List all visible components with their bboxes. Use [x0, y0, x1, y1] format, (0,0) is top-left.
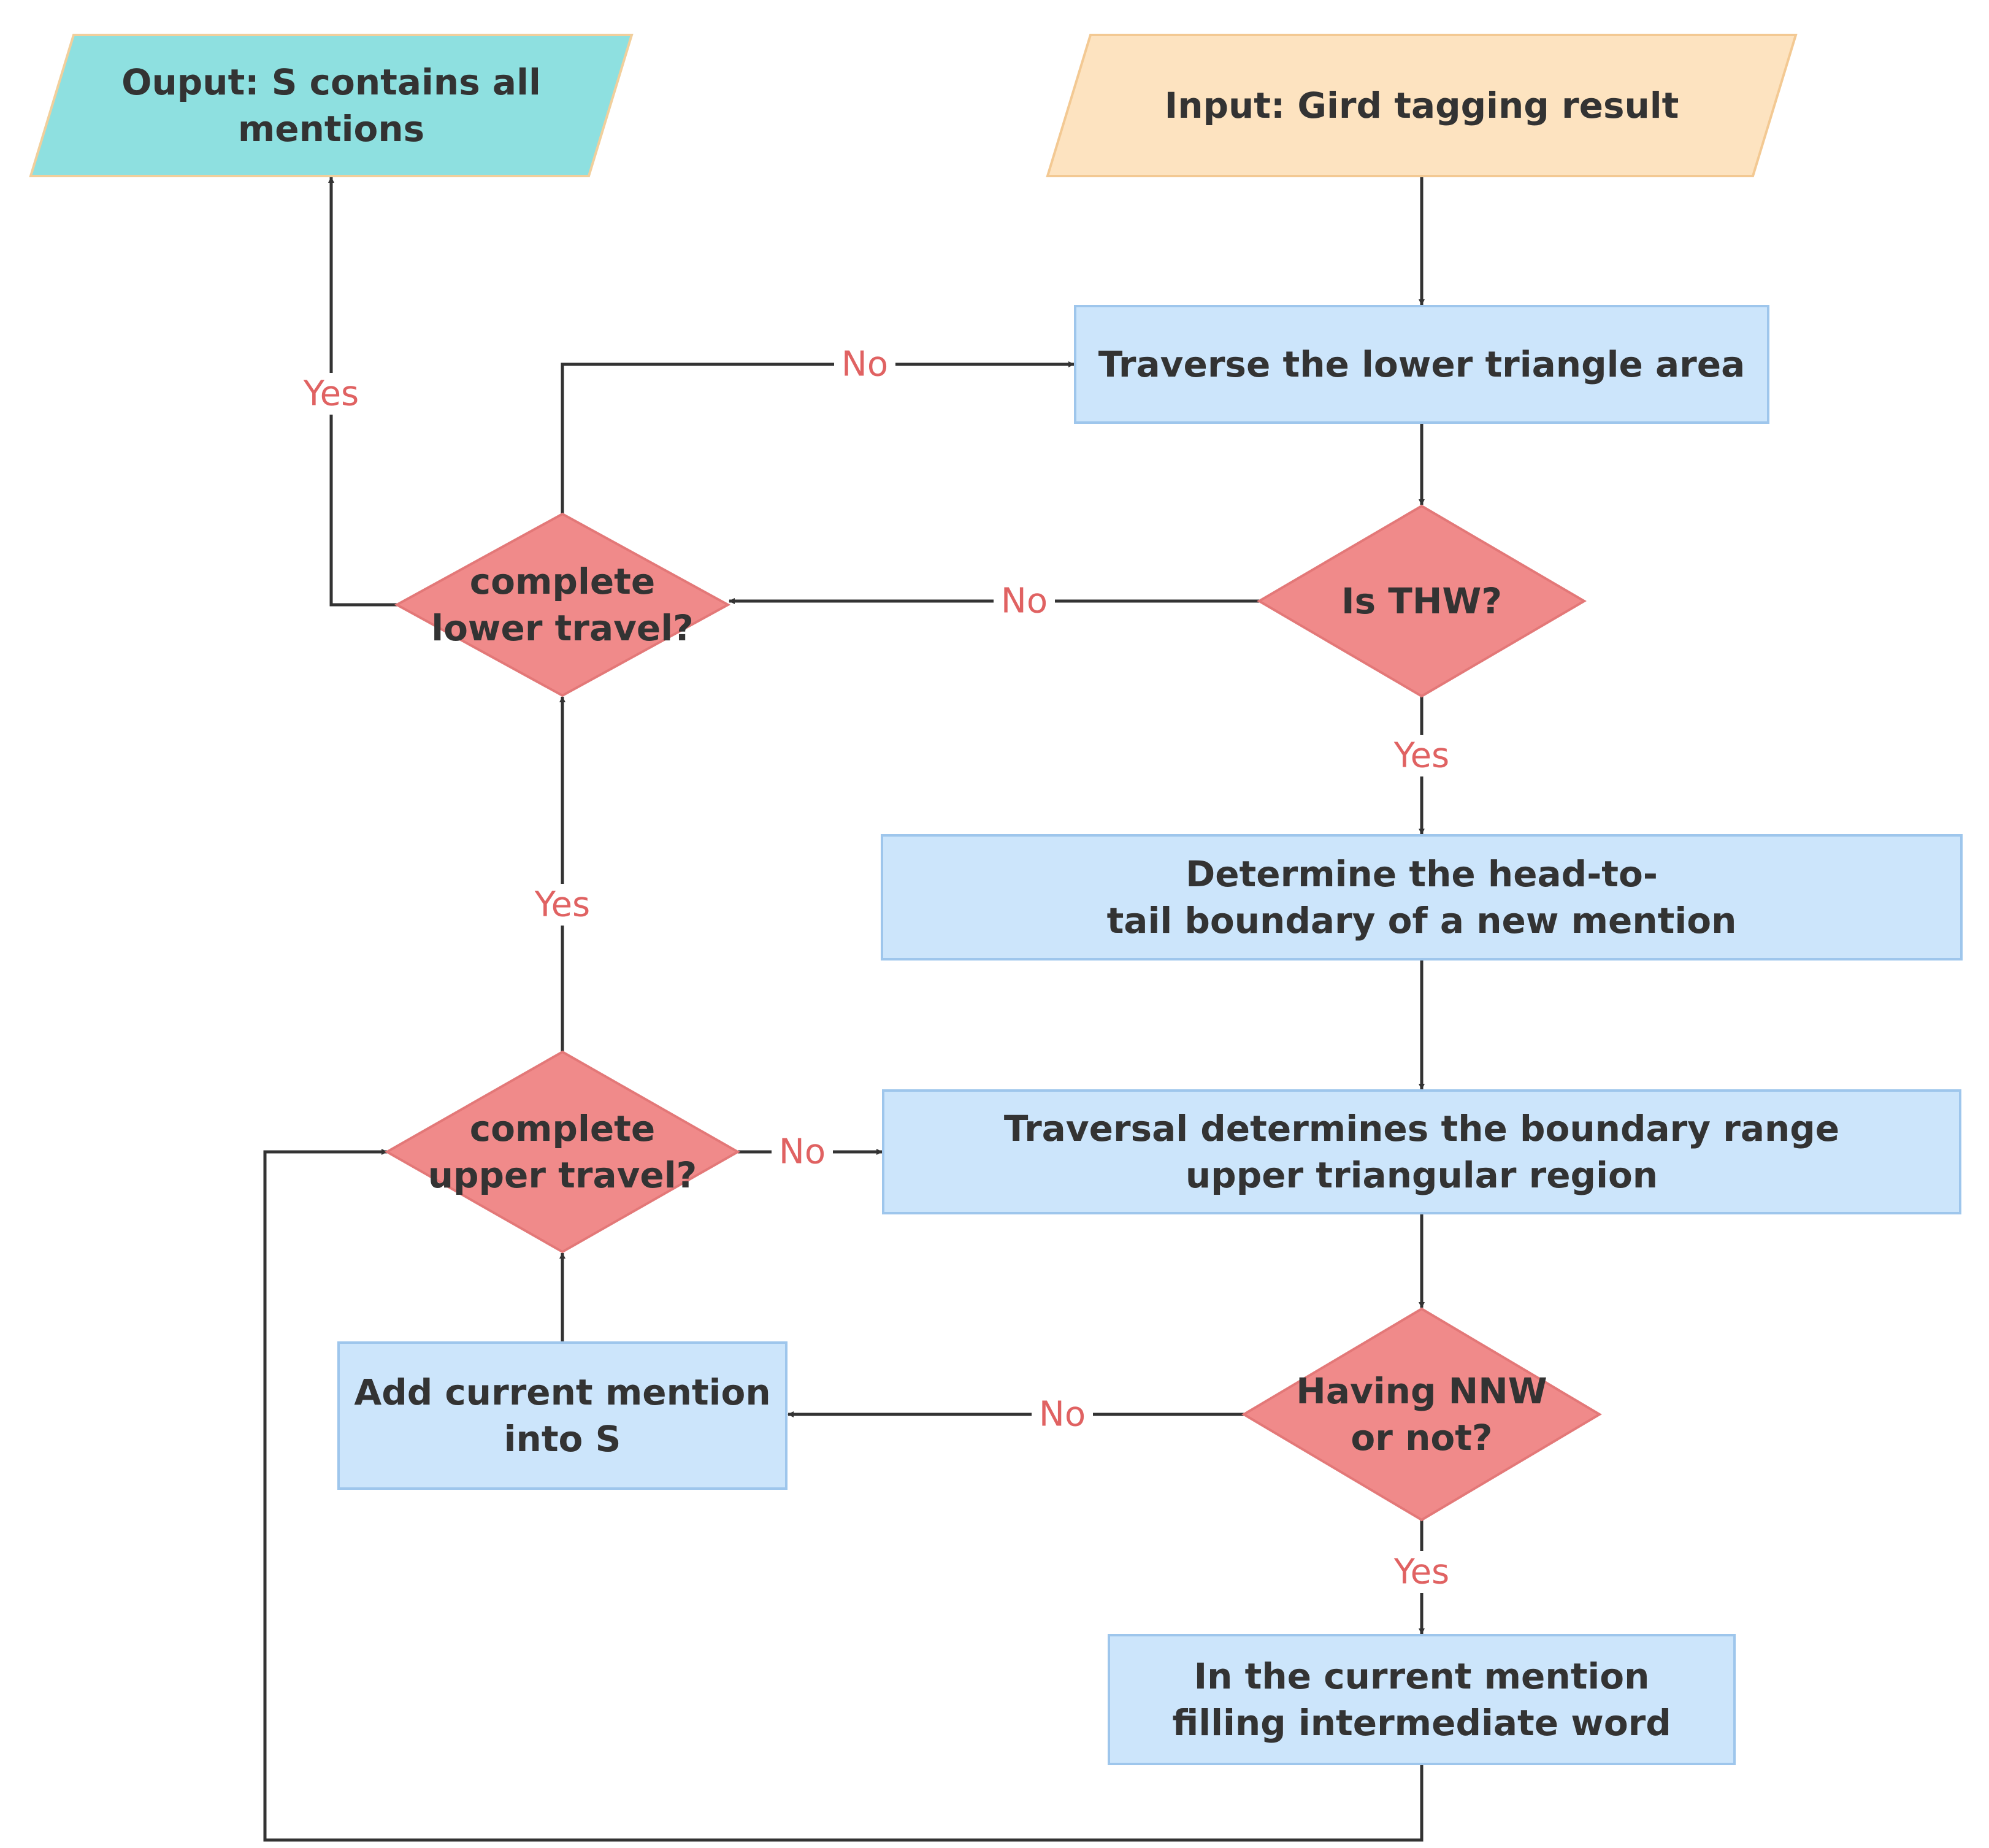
edge-label-text: Yes [534, 885, 590, 925]
process-box [881, 834, 1963, 960]
node-input: Input: Gird tagging result [1046, 34, 1798, 177]
node-label: into S [504, 1418, 621, 1460]
edge-label-no: No [1032, 1394, 1093, 1435]
label-background [834, 343, 895, 385]
edge-label-text: Yes [1393, 1552, 1449, 1592]
edge-label-text: No [1001, 581, 1048, 621]
process-box [1108, 1634, 1736, 1765]
node-output: Ouput: S contains all mentions [29, 34, 634, 177]
node-label: or not? [1351, 1417, 1492, 1459]
node-label: lower travel? [431, 607, 694, 649]
edge-label-yes: Yes [1391, 1551, 1452, 1593]
edge-label-text: No [841, 345, 888, 385]
process-box [337, 1341, 788, 1490]
edge-label-text: No [779, 1132, 826, 1172]
node-complete-lower: complete lower travel? [394, 512, 731, 697]
output-parallelogram [29, 34, 634, 177]
label-background [772, 1131, 833, 1173]
decision-diamond [1257, 504, 1587, 698]
process-box [1074, 305, 1769, 424]
node-label: Having NNW [1296, 1370, 1547, 1412]
node-label: complete [470, 1108, 655, 1149]
node-label: Traverse the lower triangle area [1098, 343, 1746, 385]
edges [263, 176, 1425, 1842]
decision-diamond [394, 512, 731, 697]
label-background [532, 884, 593, 926]
node-complete-upper: complete upper travel? [384, 1050, 741, 1254]
edge-label-yes: Yes [532, 884, 593, 926]
node-label: filling intermediate word [1172, 1702, 1671, 1744]
input-parallelogram [1046, 34, 1798, 177]
node-label: Add current mention [354, 1371, 770, 1413]
node-label: Traversal determines the boundary range [1004, 1108, 1839, 1149]
edge-label-no: No [834, 343, 895, 385]
edge-fill-word-to-complete-upper [263, 1149, 1424, 1842]
node-traverse: Traverse the lower triangle area [1074, 305, 1769, 424]
node-label: Determine the head-to- [1186, 853, 1658, 895]
label-background [1391, 735, 1452, 776]
edge-complete-lower-to-traverse [561, 361, 1075, 514]
node-label: Ouput: S contains all [121, 61, 541, 103]
edge-label-text: Yes [303, 374, 359, 414]
edge-label-no: No [772, 1131, 833, 1173]
node-label: tail boundary of a new mention [1107, 900, 1737, 941]
node-label: In the current mention [1194, 1655, 1650, 1697]
node-having-nnw: Having NNW or not? [1241, 1307, 1602, 1522]
node-label: upper travel? [428, 1154, 697, 1196]
edge-label-yes: Yes [301, 373, 362, 415]
node-label: Is THW? [1341, 580, 1502, 622]
node-label: mentions [238, 108, 424, 150]
connector-arrow [561, 361, 1075, 514]
edge-complete-lower-to-output [328, 177, 397, 607]
label-background [994, 580, 1055, 622]
label-background [301, 373, 362, 415]
label-background [1032, 1394, 1093, 1435]
node-is-thw: Is THW? [1257, 504, 1587, 698]
decision-diamond [1241, 1307, 1602, 1522]
label-background [1391, 1551, 1452, 1593]
nodes: Ouput: S contains all mentions Input: Gird… [29, 34, 1963, 1765]
edge-label-text: Yes [1393, 736, 1449, 776]
process-box [882, 1089, 1961, 1214]
connector-arrow [328, 177, 397, 607]
node-fill-word: In the current mention filling intermedia… [1108, 1634, 1736, 1765]
node-label: upper triangular region [1186, 1154, 1658, 1196]
node-label: complete [470, 561, 655, 602]
edge-label-text: No [1039, 1395, 1086, 1435]
node-determine: Determine the head-to-tail boundary of a… [881, 834, 1963, 960]
decision-diamond [384, 1050, 741, 1254]
node-label: Input: Gird tagging result [1165, 85, 1679, 126]
connector-arrow [263, 1149, 1424, 1842]
edge-label-yes: Yes [1391, 735, 1452, 776]
node-traversal-range: Traversal determines the boundary range u… [882, 1089, 1961, 1214]
edge-label-no: No [994, 580, 1055, 622]
node-add-mention: Add current mention into S [337, 1341, 788, 1490]
